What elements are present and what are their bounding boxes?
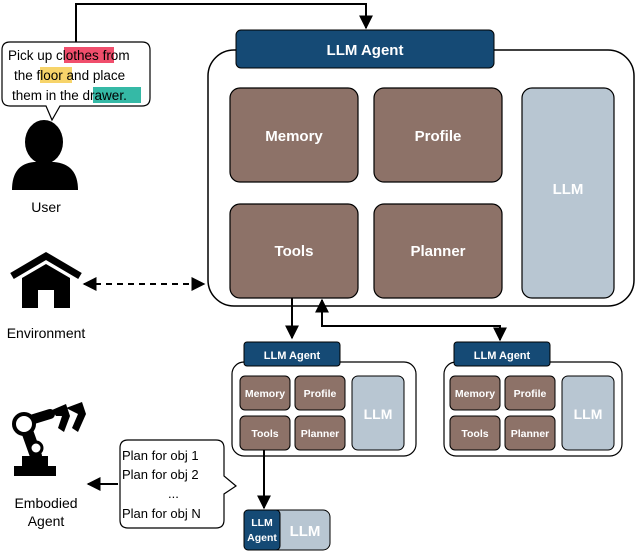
sub-agent-1: LLM Agent Memory Profile Tools Planner L… bbox=[231, 341, 417, 457]
prompt-line-3: them in the drawer. bbox=[12, 88, 127, 103]
subagent2-link-arrow bbox=[315, 298, 507, 342]
house-icon bbox=[10, 251, 82, 308]
embodied-label-1: Embodied bbox=[14, 495, 77, 511]
sub-agent-2-memory: Memory bbox=[455, 388, 495, 400]
user-label: User bbox=[31, 199, 61, 215]
main-tools-label: Tools bbox=[275, 243, 314, 260]
plan-obj-2: Plan for obj 2 bbox=[122, 467, 199, 482]
main-profile-label: Profile bbox=[415, 128, 462, 145]
user-speech-bubble: Pick up clothes from the floor and place… bbox=[1, 41, 151, 122]
small-agent: LLM Agent LLM bbox=[243, 509, 331, 551]
main-memory-label: Memory bbox=[265, 128, 323, 145]
sub-agent-2-title: LLM Agent bbox=[474, 350, 531, 362]
sub-agent-2-llm: LLM bbox=[574, 406, 603, 422]
plans-bubble: Plan for obj 1 Plan for obj 2 ... Plan f… bbox=[119, 439, 238, 529]
prompt-line-1: Pick up clothes from bbox=[8, 48, 130, 63]
plan-obj-n: Plan for obj N bbox=[122, 506, 201, 521]
highlight-clothes bbox=[64, 47, 114, 63]
highlight-drawer bbox=[93, 87, 141, 103]
main-agent-title: LLM Agent bbox=[327, 42, 404, 59]
sub-agent-1-tools: Tools bbox=[251, 428, 278, 440]
main-llm-label: LLM bbox=[553, 181, 584, 198]
highlight-floor bbox=[40, 67, 72, 83]
sub-agent-2-tools: Tools bbox=[461, 428, 488, 440]
plan-ellipsis: ... bbox=[168, 486, 179, 501]
environment-label: Environment bbox=[7, 325, 86, 341]
main-profile-module bbox=[373, 87, 503, 183]
small-agent-llm: LLM bbox=[290, 523, 321, 540]
main-agent-title-box bbox=[235, 29, 495, 69]
main-planner-label: Planner bbox=[410, 243, 465, 260]
small-agent-line1: LLM bbox=[251, 517, 273, 529]
main-memory-module bbox=[229, 87, 359, 183]
user-icon bbox=[12, 120, 78, 190]
main-llm-module bbox=[521, 87, 615, 299]
sub-agent-1-planner: Planner bbox=[301, 428, 340, 440]
sub-agent-1-memory: Memory bbox=[245, 388, 285, 400]
plan-obj-1: Plan for obj 1 bbox=[122, 448, 199, 463]
sub-agent-1-profile: Profile bbox=[304, 388, 337, 400]
main-planner-module bbox=[373, 203, 503, 299]
sub-agent-2-planner: Planner bbox=[511, 428, 550, 440]
main-tools-module bbox=[229, 203, 359, 299]
user-to-agent-arrow bbox=[75, 3, 373, 42]
sub-agent-2: LLM Agent Memory Profile Tools Planner L… bbox=[443, 341, 623, 457]
robot-arm-icon bbox=[12, 402, 86, 476]
sub-agent-1-llm: LLM bbox=[364, 406, 393, 422]
embodied-label-2: Agent bbox=[28, 513, 65, 529]
sub-agent-1-title: LLM Agent bbox=[264, 350, 321, 362]
prompt-line-2: the floor and place bbox=[14, 68, 125, 83]
small-agent-line2: Agent bbox=[247, 532, 277, 544]
sub-agent-2-profile: Profile bbox=[514, 388, 547, 400]
